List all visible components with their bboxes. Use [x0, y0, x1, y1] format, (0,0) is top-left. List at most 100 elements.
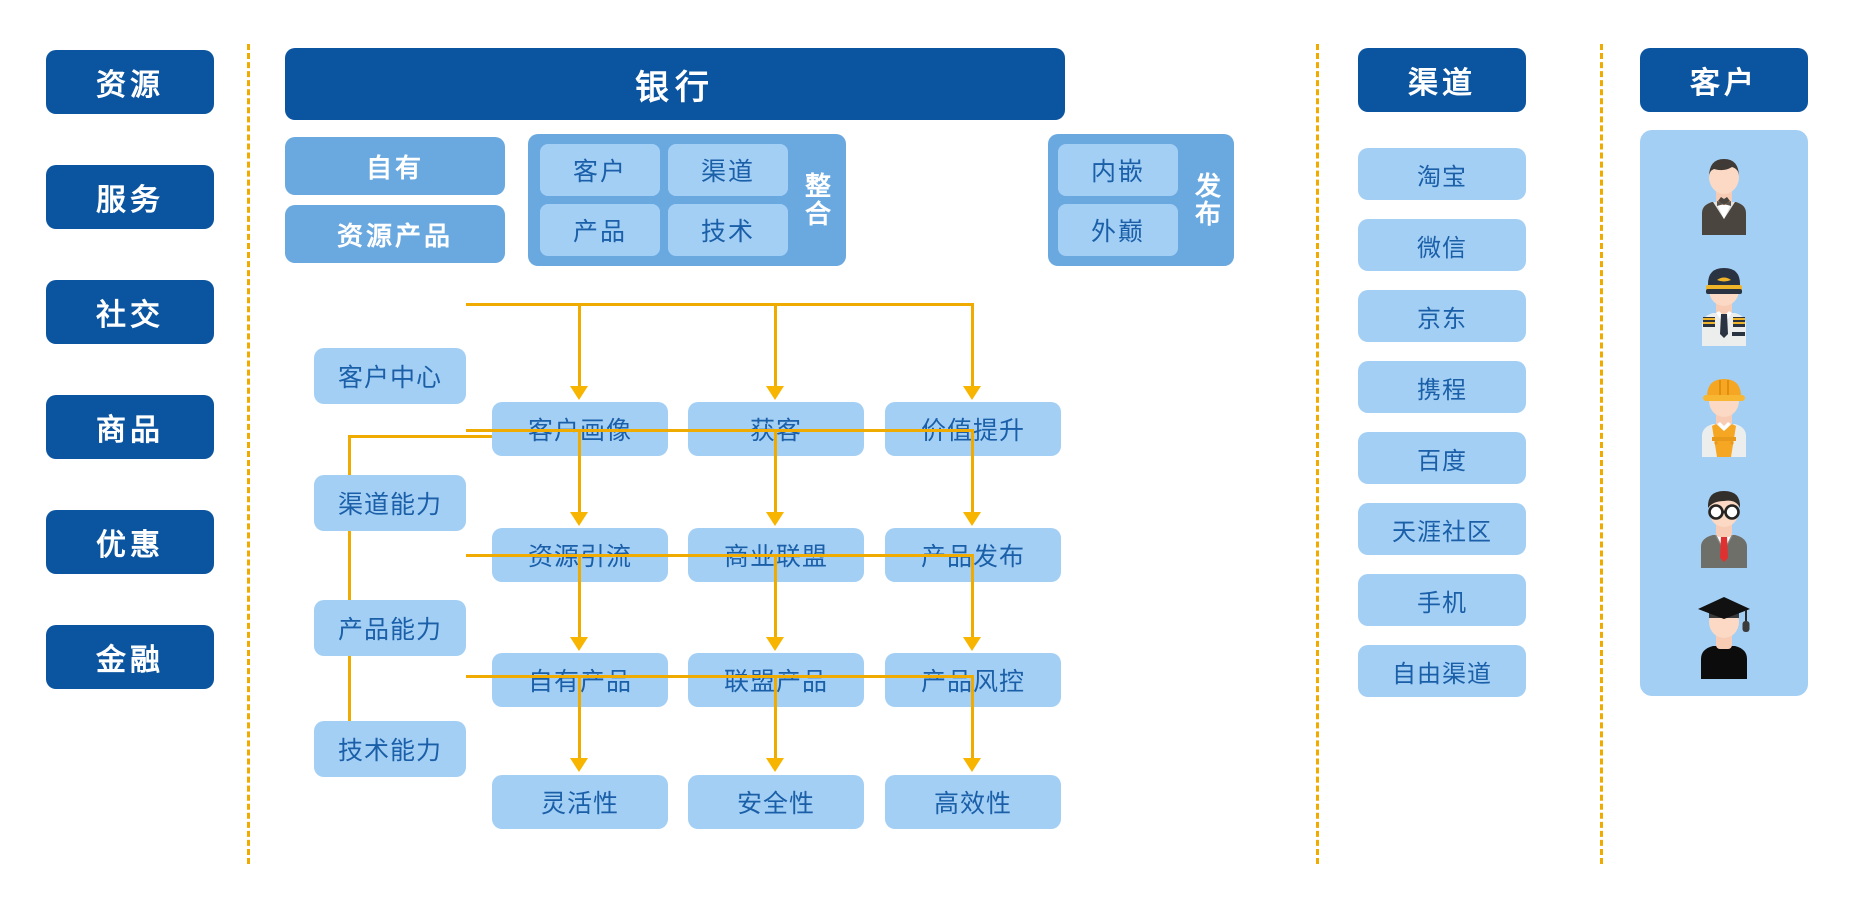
flow-leaf-label: 高效性 [933, 790, 1012, 818]
bank-integration-vertical-text: 整合 [801, 172, 832, 228]
customer-header: 客户 [1640, 48, 1808, 112]
flow-drop-3-2 [971, 675, 974, 758]
flow-arrow-down-1-2-icon [963, 512, 981, 526]
flow-arrow-down-2-2-icon [963, 637, 981, 651]
flow-capability-label: 客户中心 [337, 364, 442, 392]
bank-integration-vertical-label: 整合 [796, 144, 838, 256]
resource-item-label: 社交 [96, 299, 164, 332]
bank-integration-label: 产品 [572, 218, 627, 246]
flow-rail-2 [466, 554, 974, 557]
resource-item-3[interactable]: 商品 [46, 395, 214, 459]
channel-header: 渠道 [1358, 48, 1526, 112]
flow-capability-2[interactable]: 产品能力 [314, 600, 466, 656]
channel-item-label: 天涯社区 [1392, 518, 1492, 546]
bank-own-label: 自有 [365, 152, 424, 183]
channel-item-5[interactable]: 天涯社区 [1358, 503, 1526, 555]
flow-arrow-down-1-1-icon [766, 512, 784, 526]
customer-header-label: 客户 [1690, 67, 1758, 100]
bank-publish-label: 内嵌 [1090, 158, 1145, 186]
waiter-avatar-icon [1672, 147, 1776, 236]
channel-item-1[interactable]: 微信 [1358, 219, 1526, 271]
flow-capability-label: 渠道能力 [337, 491, 442, 519]
resource-item-5[interactable]: 金融 [46, 625, 214, 689]
bank-own-row-0[interactable]: 自有 [285, 137, 505, 195]
bank-publish-vertical-text: 发布 [1191, 172, 1222, 228]
resource-item-label: 服务 [96, 184, 164, 217]
bank-integration-item-1[interactable]: 渠道 [668, 144, 788, 196]
flow-capability-0[interactable]: 客户中心 [314, 348, 466, 404]
flow-arrow-down-3-1-icon [766, 758, 784, 772]
flow-arrow-down-1-0-icon [570, 512, 588, 526]
resource-item-1[interactable]: 服务 [46, 165, 214, 229]
channel-item-label: 自由渠道 [1392, 660, 1492, 688]
channel-item-2[interactable]: 京东 [1358, 290, 1526, 342]
flow-capability-1[interactable]: 渠道能力 [314, 475, 466, 531]
bank-integration-item-0[interactable]: 客户 [540, 144, 660, 196]
channel-item-label: 手机 [1417, 589, 1467, 617]
bank-own-row-1[interactable]: 资源产品 [285, 205, 505, 263]
channel-header-label: 渠道 [1408, 67, 1476, 100]
channel-item-label: 淘宝 [1417, 163, 1467, 191]
resource-item-0[interactable]: 资源 [46, 50, 214, 114]
construction-worker-avatar-icon [1672, 369, 1776, 457]
flow-drop-1-1 [774, 429, 777, 512]
flow-drop-1-0 [578, 429, 581, 512]
channel-item-0[interactable]: 淘宝 [1358, 148, 1526, 200]
flow-arrow-down-2-1-icon [766, 637, 784, 651]
flow-rail-3 [466, 675, 974, 678]
bank-header: 银行 [285, 48, 1065, 120]
flow-bus-top-segment [348, 435, 498, 438]
resource-item-label: 商品 [96, 414, 164, 447]
flow-drop-1-2 [971, 429, 974, 512]
divider-resource-bank [247, 44, 250, 864]
flow-arrow-down-0-0-icon [570, 386, 588, 400]
flow-leaf-label: 安全性 [736, 790, 815, 818]
graduate-avatar-icon [1672, 591, 1776, 679]
resource-item-label: 资源 [96, 69, 164, 102]
channel-item-label: 微信 [1417, 234, 1467, 262]
channel-item-6[interactable]: 手机 [1358, 574, 1526, 626]
flow-drop-3-0 [578, 675, 581, 758]
bank-publish-item-0[interactable]: 内嵌 [1058, 144, 1178, 196]
divider-bank-channel [1316, 44, 1319, 864]
flow-rail-1 [466, 429, 974, 432]
channel-item-7[interactable]: 自由渠道 [1358, 645, 1526, 697]
bank-title-label: 银行 [635, 68, 715, 107]
flow-arrow-down-2-0-icon [570, 637, 588, 651]
flow-drop-2-0 [578, 554, 581, 637]
flow-leaf-3-1[interactable]: 安全性 [688, 775, 864, 829]
customer-avatar-panel [1640, 130, 1808, 696]
flow-rail-0 [466, 303, 974, 306]
channel-item-label: 京东 [1417, 305, 1467, 333]
flow-leaf-3-0[interactable]: 灵活性 [492, 775, 668, 829]
bank-integration-item-2[interactable]: 产品 [540, 204, 660, 256]
flow-leaf-3-2[interactable]: 高效性 [885, 775, 1061, 829]
bank-publish-item-1[interactable]: 外巅 [1058, 204, 1178, 256]
channel-item-label: 携程 [1417, 376, 1467, 404]
flow-capability-3[interactable]: 技术能力 [314, 721, 466, 777]
pilot-avatar-icon [1672, 258, 1776, 347]
resource-item-label: 优惠 [96, 529, 164, 562]
divider-channel-customer [1600, 44, 1603, 864]
businessman-avatar-icon [1672, 480, 1776, 568]
bank-integration-label: 技术 [700, 218, 755, 246]
bank-publish-vertical-label: 发布 [1186, 144, 1228, 256]
resource-item-4[interactable]: 优惠 [46, 510, 214, 574]
flow-drop-3-1 [774, 675, 777, 758]
bank-integration-item-3[interactable]: 技术 [668, 204, 788, 256]
resource-item-2[interactable]: 社交 [46, 280, 214, 344]
channel-item-4[interactable]: 百度 [1358, 432, 1526, 484]
bank-integration-label: 渠道 [700, 158, 755, 186]
flow-arrow-down-0-1-icon [766, 386, 784, 400]
flow-capability-label: 技术能力 [337, 737, 442, 765]
flow-drop-0-1 [774, 303, 777, 386]
flow-leaf-label: 灵活性 [540, 790, 619, 818]
bank-publish-label: 外巅 [1090, 218, 1145, 246]
flow-drop-0-2 [971, 303, 974, 386]
channel-item-3[interactable]: 携程 [1358, 361, 1526, 413]
bank-own-label: 资源产品 [336, 220, 453, 251]
resource-item-label: 金融 [96, 644, 164, 677]
flow-drop-0-0 [578, 303, 581, 386]
channel-item-label: 百度 [1417, 447, 1467, 475]
